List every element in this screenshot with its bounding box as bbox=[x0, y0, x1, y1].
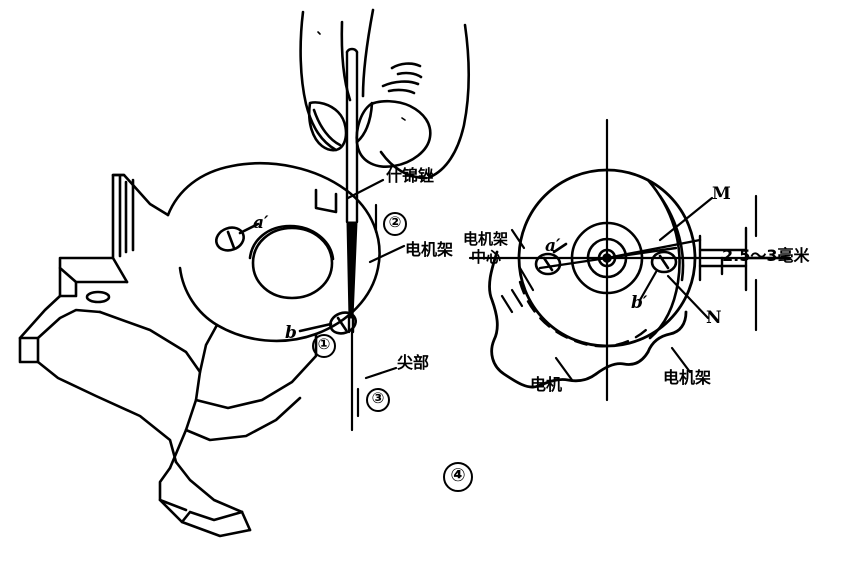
leader-n bbox=[666, 274, 710, 320]
leader-m bbox=[658, 196, 714, 242]
figure-step-number: ④ bbox=[443, 462, 473, 492]
label-motor-frame-left: 电机架 bbox=[405, 240, 454, 259]
adjustment-arcs bbox=[646, 178, 685, 340]
motor-frame-outline-right bbox=[488, 250, 688, 389]
dimension-bracket bbox=[698, 226, 788, 292]
label-point-a-prime-left: a′ bbox=[253, 213, 269, 233]
leader-frame-center bbox=[510, 228, 535, 292]
label-motor-frame-center-line1: 电机架 bbox=[463, 230, 509, 248]
leader-lines-left bbox=[346, 178, 406, 380]
motor-frame-bracket-left bbox=[18, 161, 381, 538]
label-motor-bottom: 电机 bbox=[530, 375, 563, 394]
label-dimension: 2.5～3毫米 bbox=[722, 246, 810, 265]
label-point-n: N bbox=[706, 308, 722, 328]
label-point-b-prime-right: b′ bbox=[631, 293, 648, 313]
marker-three: ③ bbox=[366, 388, 390, 412]
center-crosshair bbox=[468, 118, 792, 402]
leader-motor-bottom bbox=[554, 356, 574, 382]
label-file-tool: 什锦锉 bbox=[386, 166, 435, 185]
label-point-m: M bbox=[712, 184, 731, 204]
label-motor-frame-center-line2: 中心 bbox=[471, 248, 502, 266]
label-tip: 尖部 bbox=[397, 353, 430, 372]
hand-detail-dots bbox=[317, 31, 406, 121]
label-point-a-prime-right: a′ bbox=[545, 236, 561, 256]
frame-hatch-marks bbox=[500, 288, 524, 314]
marker-two: ② bbox=[383, 212, 407, 236]
boss-a-prime-left bbox=[215, 222, 260, 252]
label-point-b-left: b bbox=[285, 323, 297, 343]
offset-line bbox=[538, 238, 702, 270]
boss-b-left bbox=[298, 311, 357, 335]
leader-frame-bottom bbox=[670, 346, 692, 374]
file-tool-working-end bbox=[346, 221, 358, 319]
marker-one: ① bbox=[312, 334, 336, 358]
hand-outline bbox=[299, 8, 470, 180]
label-motor-frame-bottom: 电机架 bbox=[663, 368, 712, 387]
boss-b-prime-right bbox=[650, 250, 678, 274]
leader-b-prime bbox=[638, 270, 658, 302]
tick-marks-left bbox=[356, 203, 378, 418]
frame-notch bbox=[314, 188, 338, 214]
frame-dashed-contour bbox=[518, 280, 654, 348]
